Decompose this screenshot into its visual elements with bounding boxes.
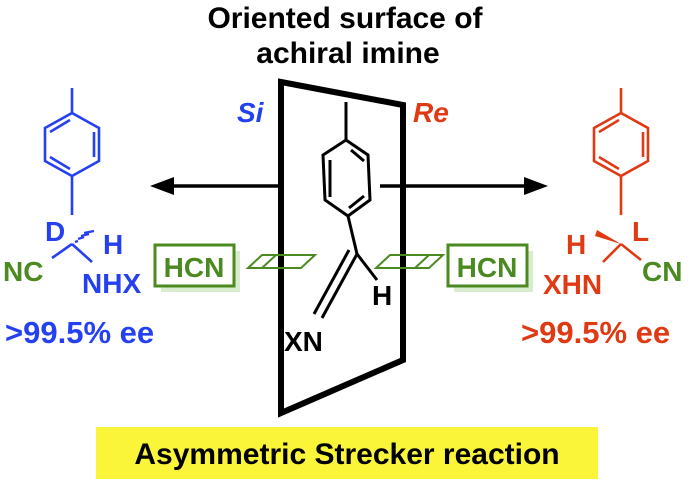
reagent-box-right-frame: [446, 243, 529, 288]
left-ee-label: >99.5% ee: [5, 315, 154, 350]
left-nhx-label: NHX: [82, 268, 141, 299]
arrow-right: [380, 177, 548, 195]
arrow-left: [150, 177, 281, 195]
right-cn-label: CN: [642, 256, 682, 287]
imine-structure: [312, 102, 379, 319]
reagent-right-label: HCN: [457, 252, 518, 283]
reagent-box-left-frame: [153, 243, 236, 288]
right-product-structure: [592, 88, 650, 215]
left-product-structure: [43, 88, 101, 215]
si-face-label: Si: [237, 97, 265, 128]
left-h-label: H: [103, 229, 123, 260]
right-config-label: L: [632, 216, 649, 247]
right-stereo-bonds: [595, 230, 642, 263]
attack-arc-left: [245, 254, 318, 269]
left-nc-label: NC: [3, 256, 43, 287]
attack-arc-right: [373, 254, 446, 269]
right-xhn-label: XHN: [543, 269, 602, 300]
reagent-left-label: HCN: [164, 252, 225, 283]
right-h-label: H: [566, 229, 586, 260]
title-line-2: achiral imine: [256, 37, 439, 70]
banner-text: Asymmetric Strecker reaction: [134, 438, 559, 471]
right-ee-label: >99.5% ee: [521, 315, 670, 350]
imine-xn-label: XN: [284, 326, 323, 357]
re-face-label: Re: [413, 97, 449, 128]
banner-box: [96, 427, 598, 479]
left-config-label: D: [45, 216, 65, 247]
left-stereo-bonds: [51, 229, 95, 263]
oriented-plane: [278, 78, 406, 418]
title-line-1: Oriented surface of: [207, 2, 483, 35]
imine-h-label: H: [372, 280, 392, 311]
